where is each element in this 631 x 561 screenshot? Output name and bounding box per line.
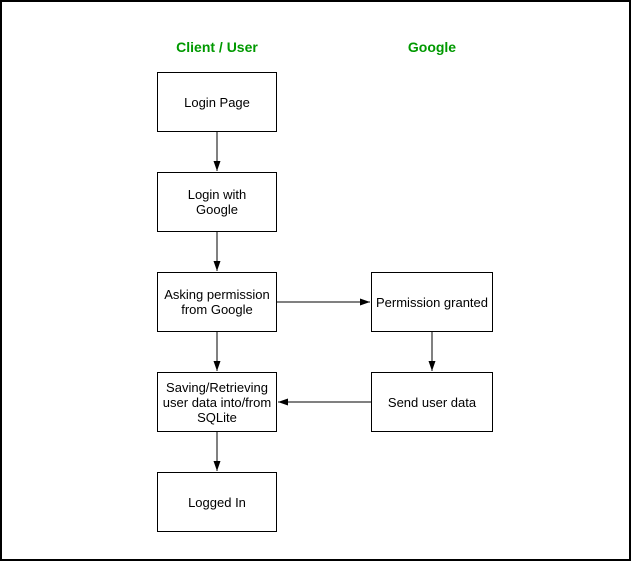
node-logged-in: Logged In: [157, 472, 277, 532]
node-login-page: Login Page: [157, 72, 277, 132]
node-login-with-google-label: Login with Google: [187, 187, 247, 217]
node-asking-permission-label: Asking permission from Google: [164, 287, 270, 317]
node-logged-in-label: Logged In: [188, 494, 246, 510]
lane-header-client-user: Client / User: [176, 39, 258, 55]
node-send-user-data-label: Send user data: [387, 394, 477, 410]
node-login-with-google: Login with Google: [157, 172, 277, 232]
node-asking-permission: Asking permission from Google: [157, 272, 277, 332]
node-saving-retrieving-sqlite-label: Saving/Retrieving user data into/from SQ…: [162, 379, 272, 425]
node-send-user-data: Send user data: [371, 372, 493, 432]
node-login-page-label: Login Page: [184, 94, 250, 110]
node-saving-retrieving-sqlite: Saving/Retrieving user data into/from SQ…: [157, 372, 277, 432]
node-permission-granted: Permission granted: [371, 272, 493, 332]
node-permission-granted-label: Permission granted: [376, 294, 488, 310]
lane-header-google: Google: [407, 39, 457, 55]
